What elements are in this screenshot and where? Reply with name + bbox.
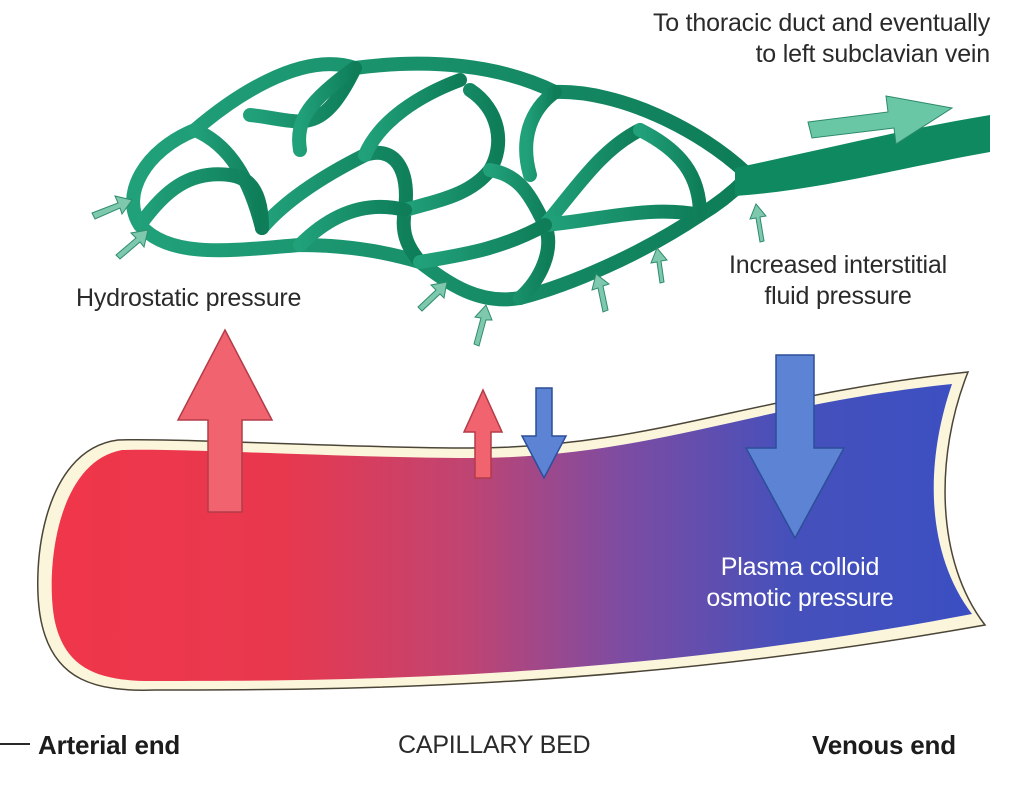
thoracic-duct-label: To thoracic duct and eventually to left … [653,8,990,70]
capillary-blood [51,384,973,682]
interstitial-pressure-label-line2: fluid pressure [764,282,912,310]
plasma-osmotic-label-line2: osmotic pressure [706,584,894,612]
lymphatic-mesh-11 [633,123,707,222]
lymphatic-mesh-6 [398,83,506,217]
thoracic-duct-label-line1: To thoracic duct and eventually [652,9,990,37]
lymph-flow-arrow [807,95,954,145]
plasma-osmotic-label-line1: Plasma colloid [720,553,880,581]
plasma-osmotic-label: Plasma colloid osmotic pressure [680,552,920,614]
lymph-entry-arrows [91,195,767,347]
lymphatic-mesh-9 [538,123,647,232]
entry-arrow [591,273,611,313]
lymphatic-mesh-10 [538,204,707,232]
lymphatic-mesh-5 [358,73,467,162]
entry-arrow [115,229,149,260]
interstitial-pressure-label: Increased interstitial fluid pressure [688,250,988,312]
venous-end-label: Venous end [812,730,956,760]
hydrostatic-pressure-arrow [176,328,274,513]
lymphatic-mesh-14 [133,167,269,235]
lymphatic-collecting-vessel [735,115,990,196]
lymphatic-outline [126,56,752,307]
interstitial-pressure-label-line1: Increased interstitial [729,251,947,279]
capillary-bed-label: CAPILLARY BED [398,731,591,759]
entry-arrow [473,304,493,347]
entry-arrow [417,281,448,312]
thoracic-duct-label-line2: to left subclavian vein [755,40,991,68]
arterial-end-label: Arterial end [38,730,181,760]
lymphatic-mesh-13 [293,200,412,252]
hydrostatic-pressure-label: Hydrostatic pressure [76,284,302,312]
lymphatic-mesh-3 [255,145,427,269]
outward-filtration-arrow [462,388,504,479]
lymphatic-mesh-12 [413,218,552,269]
lymphatic-capillary [126,56,752,307]
inward-reabsorption-arrow [520,387,568,480]
entry-arrow [749,203,767,243]
entry-arrow [91,195,133,220]
entry-arrow [650,247,668,284]
lymphatic-mesh-4 [292,61,362,157]
osmotic-pressure-arrow [744,354,846,540]
lymphatic-mesh-8 [519,85,562,182]
